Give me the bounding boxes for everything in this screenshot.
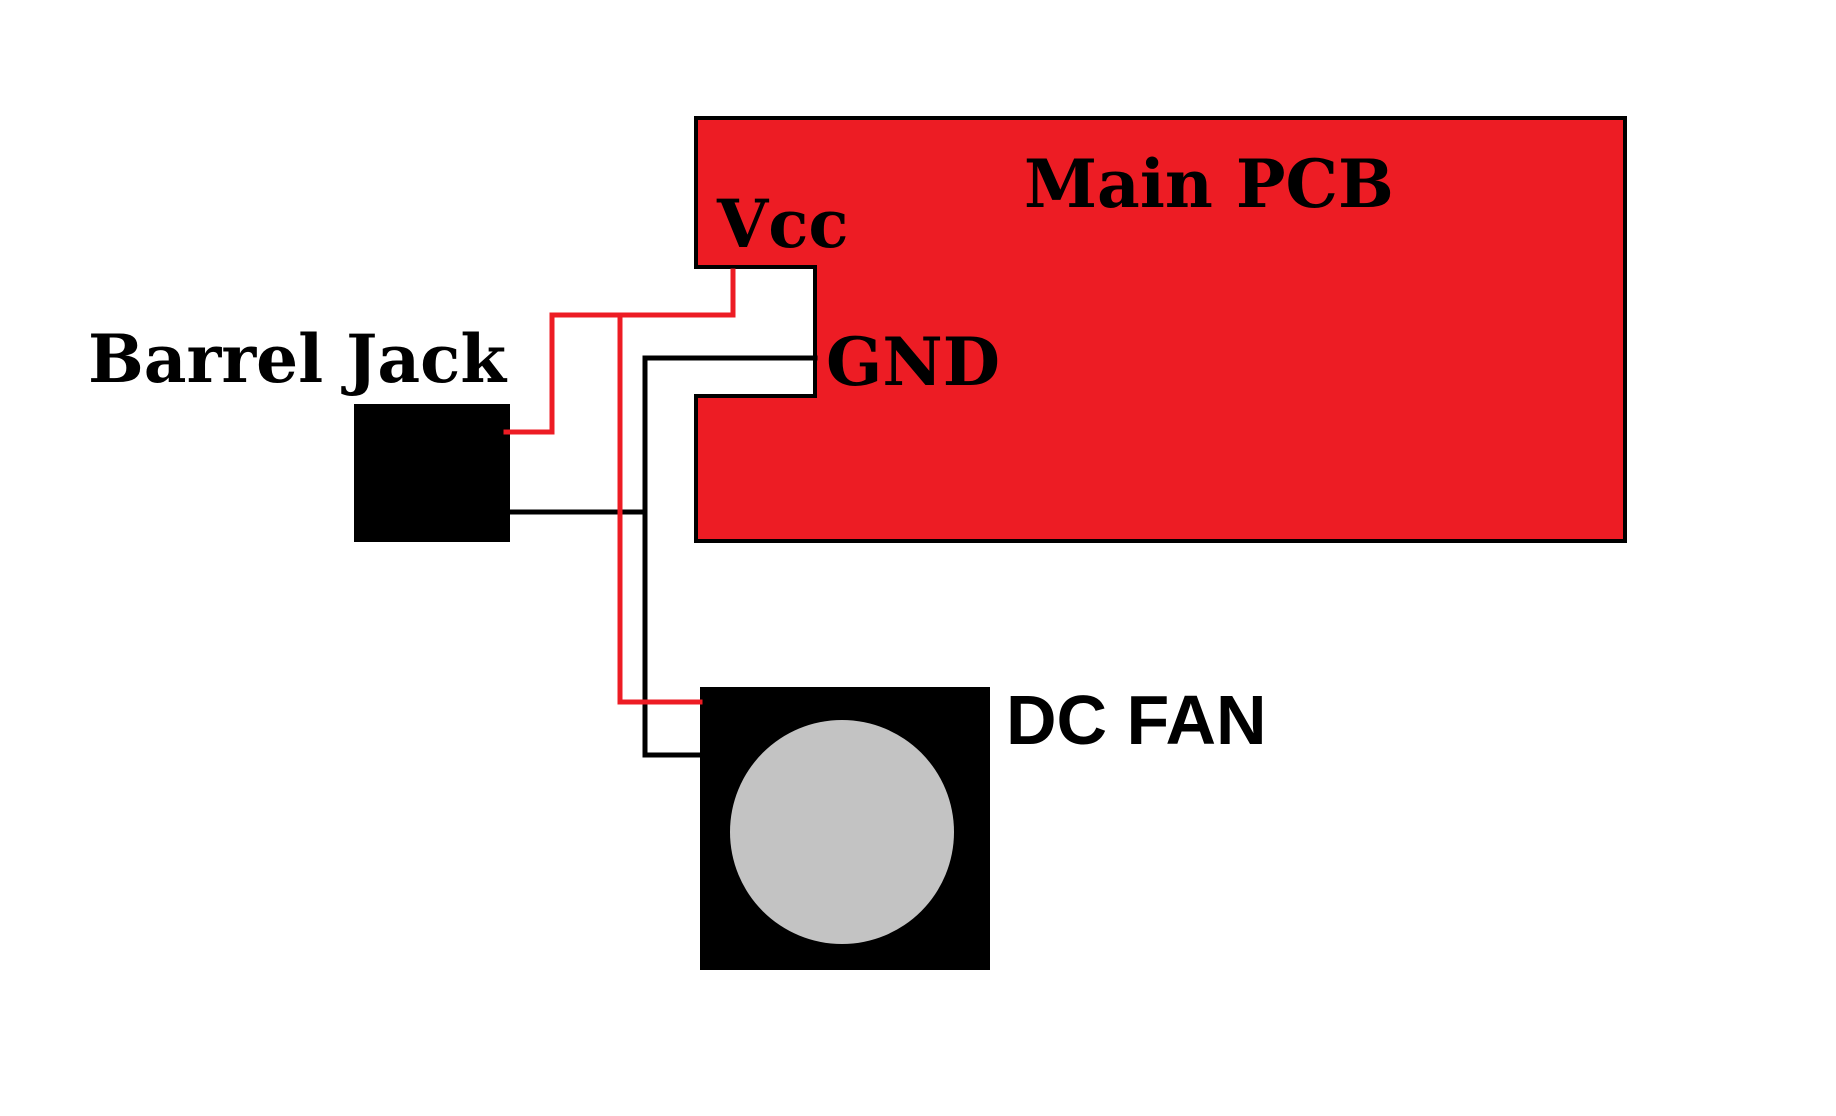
- vcc-wire-to-barrel-jack: [503, 268, 736, 435]
- main-pcb-label: Main PCB: [1024, 145, 1394, 223]
- vcc-label: Vcc: [716, 185, 849, 263]
- dc-fan-label: DC FAN: [1006, 681, 1267, 759]
- gnd-pad: [645, 356, 817, 398]
- vcc-wire-to-fan: [617, 312, 703, 705]
- gnd-label: GND: [826, 323, 1000, 401]
- barrel-jack: [354, 404, 510, 542]
- barrel-jack-label: Barrel Jack: [88, 320, 507, 398]
- gnd-wire-to-fan: [642, 509, 703, 758]
- dc-fan-rotor: [730, 720, 954, 944]
- gnd-wire-to-barrel-jack: [507, 355, 818, 515]
